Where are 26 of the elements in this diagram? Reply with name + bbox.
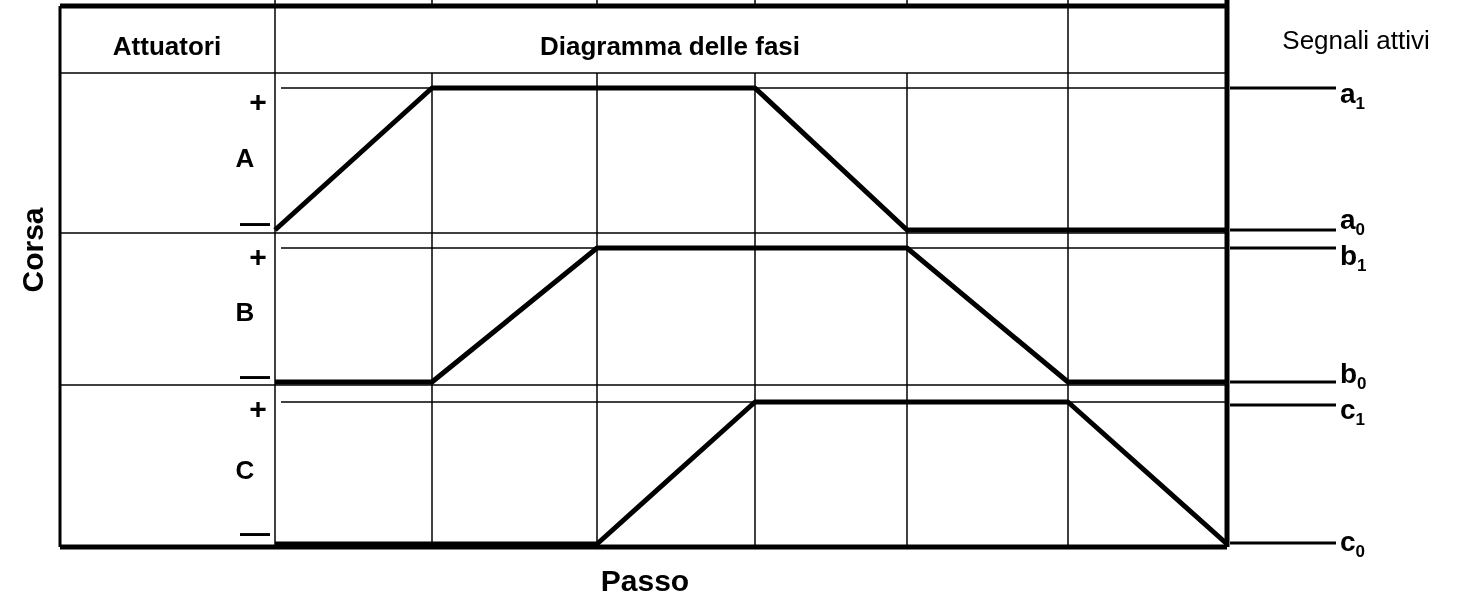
signal-label: a$_{1}$ xyxy=(1340,80,1366,112)
leader-line xyxy=(1230,380,1336,384)
signal-label: b$_{0}$ xyxy=(1340,360,1367,392)
stroke-end-mark: — xyxy=(240,358,270,392)
stroke-end-mark: + xyxy=(249,84,267,118)
stroke-end-mark: + xyxy=(249,391,267,425)
leader-line xyxy=(1230,403,1336,407)
axis-title: Passo xyxy=(600,563,690,597)
actuator-name: B xyxy=(235,297,255,327)
axis-title: Corsa xyxy=(15,207,49,293)
column-header: Segnali attivi xyxy=(1282,25,1430,55)
column-header: Diagramma delle fasi xyxy=(539,31,801,61)
signal-label: c$_{0}$ xyxy=(1340,528,1366,560)
leader-line xyxy=(1230,541,1336,545)
signal-label: a$_{0}$ xyxy=(1340,206,1366,238)
leader-line xyxy=(1230,86,1336,90)
leader-line xyxy=(1230,228,1336,232)
stroke-end-mark: + xyxy=(249,239,267,273)
stroke-end-mark: — xyxy=(240,205,270,239)
actuator-name: A xyxy=(235,143,255,173)
leader-line xyxy=(1230,246,1336,250)
actuator-name: C xyxy=(235,455,255,485)
column-header: Attuatori xyxy=(112,31,222,61)
signal-label: c$_{1}$ xyxy=(1340,396,1366,428)
stroke-end-mark: — xyxy=(240,515,270,549)
signal-label: b$_{1}$ xyxy=(1340,242,1367,274)
